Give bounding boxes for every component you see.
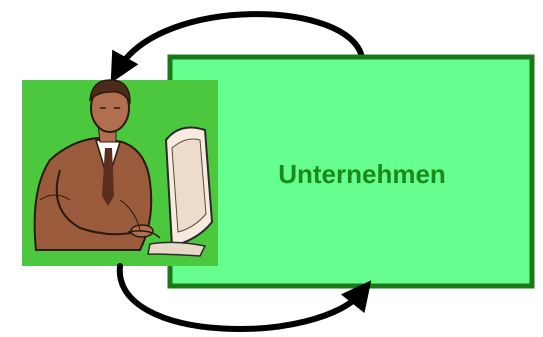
businessman-at-computer-icon [22,80,218,266]
company-label: Unternehmen [278,159,446,189]
